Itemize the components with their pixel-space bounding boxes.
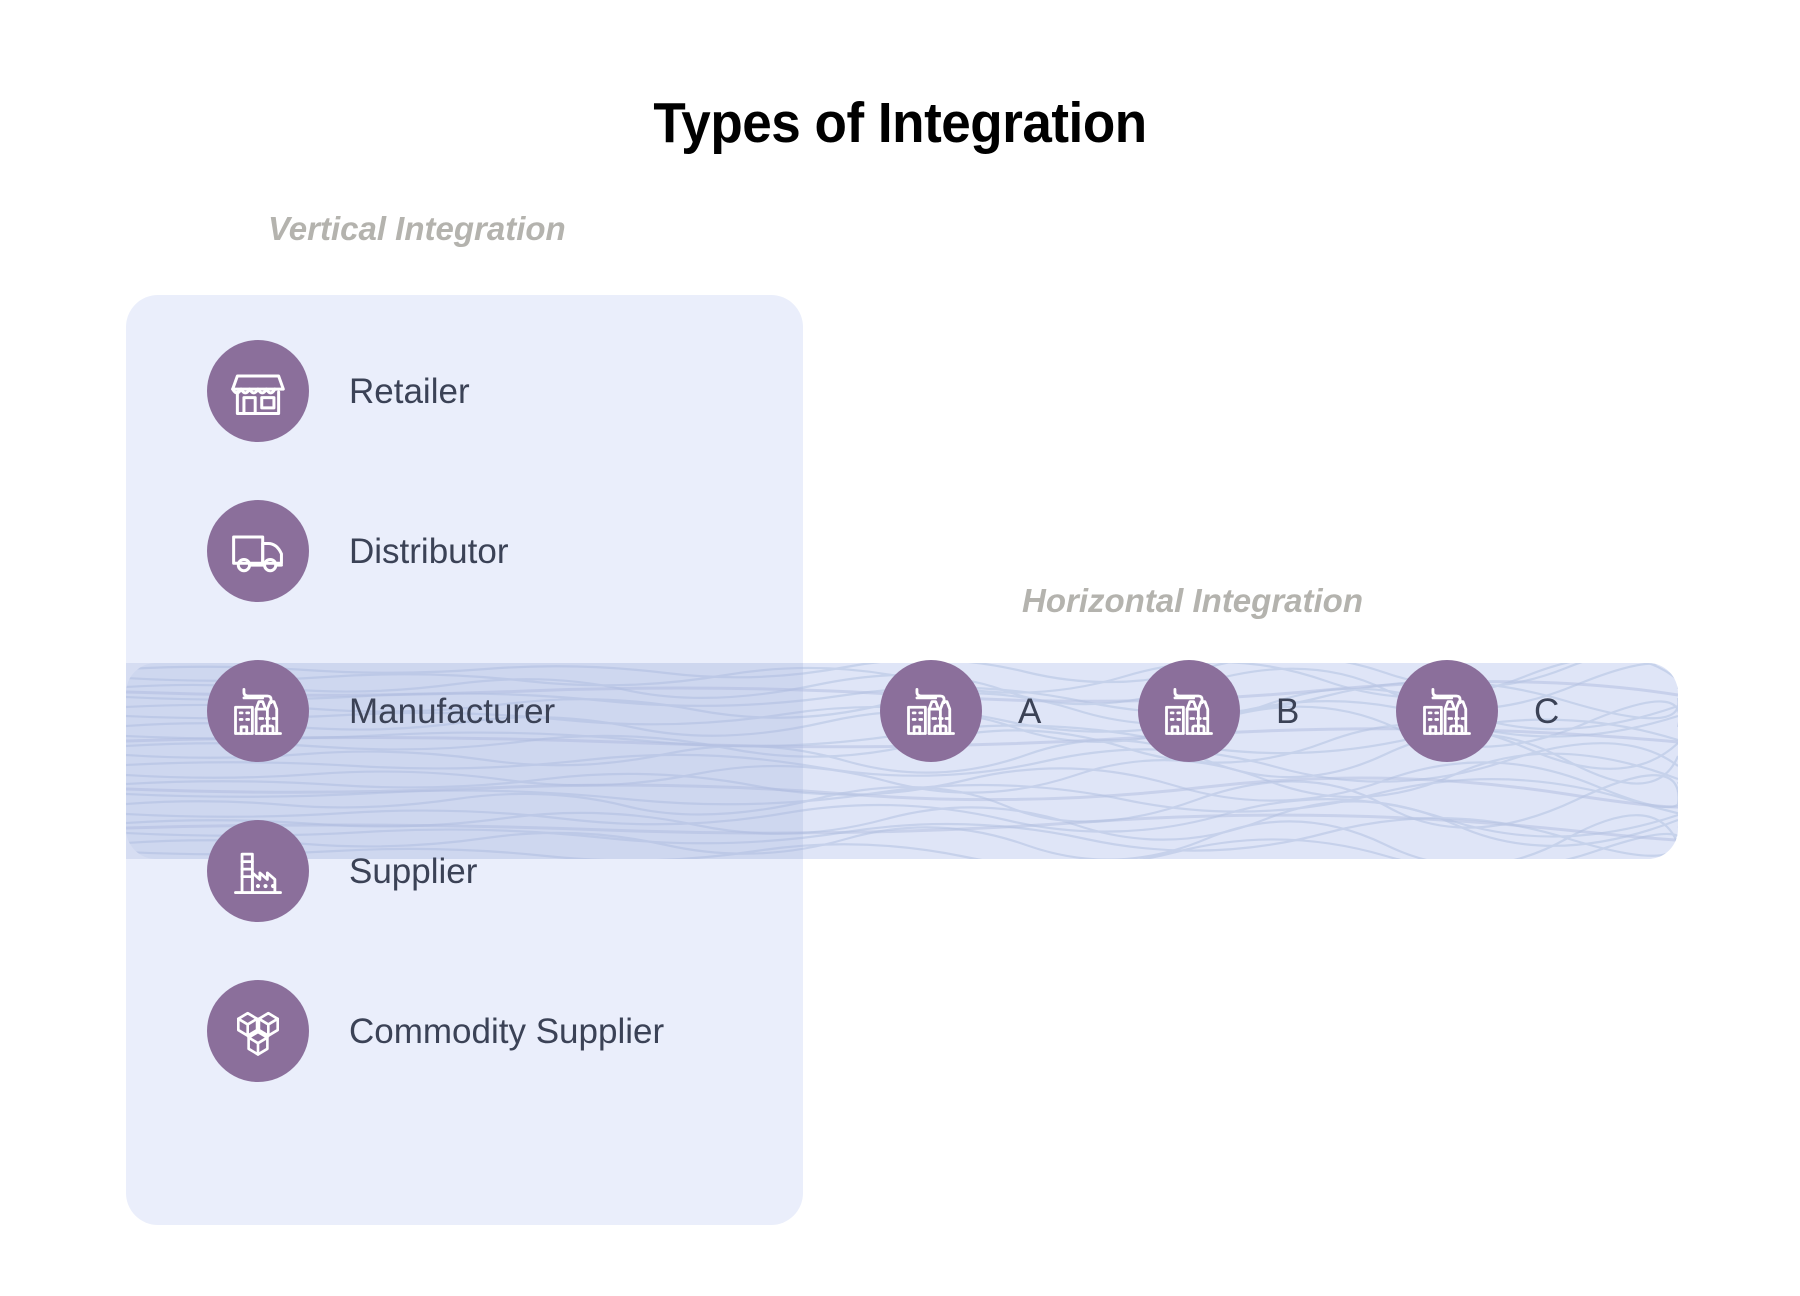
horizontal-integration-caption: Horizontal Integration [1022,582,1363,619]
vertical-node-manufacturer[interactable]: Manufacturer [207,660,555,762]
factory-icon [880,660,982,762]
vertical-node-distributor[interactable]: Distributor [207,500,508,602]
factory-icon [1396,660,1498,762]
factory-icon [207,660,309,762]
vertical-node-commodity-supplier[interactable]: Commodity Supplier [207,980,664,1082]
vertical-integration-caption: Vertical Integration [268,210,566,247]
vertical-node-supplier[interactable]: Supplier [207,820,477,922]
node-label: Supplier [349,851,478,891]
vertical-node-retailer[interactable]: Retailer [207,340,470,442]
horizontal-node-a[interactable]: A [880,660,1041,762]
industrial-plant-icon [207,820,309,922]
delivery-truck-icon [207,500,309,602]
factory-icon [1138,660,1240,762]
node-label: Retailer [349,371,470,411]
cubes-icon [207,980,309,1082]
horizontal-node-b[interactable]: B [1138,660,1299,762]
page-title: Types of Integration [653,91,1147,155]
node-label: A [1018,691,1042,731]
node-label: Distributor [349,531,509,571]
storefront-icon [207,340,309,442]
horizontal-node-c[interactable]: C [1396,660,1559,762]
node-label: Manufacturer [349,691,556,731]
node-label: B [1276,691,1300,731]
node-label: C [1534,691,1560,731]
node-label: Commodity Supplier [349,1011,665,1051]
